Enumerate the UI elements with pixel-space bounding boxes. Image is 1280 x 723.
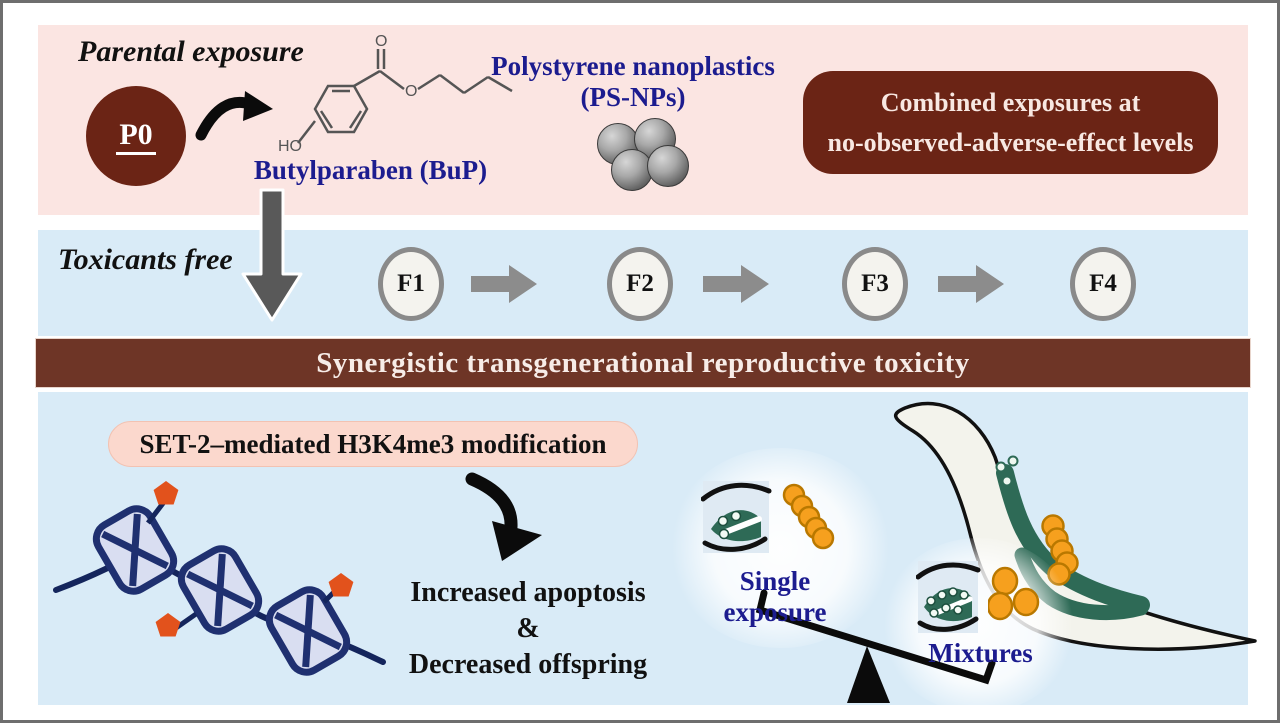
single-exposure-label: Single exposure bbox=[723, 566, 827, 627]
carbonyl-o-label: O bbox=[375, 33, 387, 50]
set2-box-label: SET-2–mediated H3K4me3 modification bbox=[139, 428, 607, 459]
effects-text: Increased apoptosis & Decreased offsprin… bbox=[393, 575, 663, 683]
methyl-pentagon-icon bbox=[153, 481, 179, 505]
mixtures-glow bbox=[881, 538, 1076, 713]
p0-label: P0 bbox=[116, 118, 156, 155]
methyl-pentagon-icon bbox=[328, 573, 354, 597]
methyl-pentagon-icon bbox=[155, 613, 181, 637]
effects-arrow-icon bbox=[465, 472, 542, 561]
f3-label: F3 bbox=[861, 270, 889, 297]
nucleosome bbox=[177, 545, 263, 635]
nucleosome bbox=[92, 505, 178, 595]
butylparaben-structure: HO O O bbox=[278, 33, 513, 155]
single-exposure-micrograph bbox=[701, 481, 772, 553]
combined-exposure-box: Combined exposures at no-observed-advers… bbox=[803, 71, 1218, 174]
combined-box-line1: Combined exposures at bbox=[880, 87, 1141, 117]
effects-amp: & bbox=[516, 613, 540, 644]
ester-o-label: O bbox=[405, 83, 417, 100]
nanoplastic-sphere bbox=[647, 145, 689, 187]
ps-nps-line2: (PS-NPs) bbox=[580, 82, 686, 112]
mixtures-eggs-icon bbox=[988, 566, 1040, 621]
f4-label: F4 bbox=[1089, 270, 1117, 297]
ps-nps-title: Polystyrene nanoplastics (PS-NPs) bbox=[473, 51, 793, 113]
p0-generation-circle: P0 bbox=[86, 86, 186, 186]
f2-label: F2 bbox=[626, 270, 654, 297]
generation-circle-f2: F2 bbox=[607, 247, 673, 321]
mixtures-label: Mixtures bbox=[928, 638, 1033, 668]
banner-text: Synergistic transgenerational reproducti… bbox=[316, 346, 970, 379]
nucleosome bbox=[265, 586, 351, 676]
toxicants-free-title: Toxicants free bbox=[58, 243, 233, 276]
f1-label: F1 bbox=[397, 270, 425, 297]
gen-arrow-icon bbox=[703, 265, 769, 303]
generation-circle-f1: F1 bbox=[378, 247, 444, 321]
nanoplastic-sphere bbox=[611, 149, 653, 191]
seesaw-icon bbox=[755, 589, 996, 703]
worm-egg-chain-icon bbox=[1041, 514, 1079, 586]
generation-circle-f3: F3 bbox=[842, 247, 908, 321]
banner: Synergistic transgenerational reproducti… bbox=[35, 338, 1251, 388]
mixtures-micrograph bbox=[916, 561, 981, 633]
ps-nps-line1: Polystyrene nanoplastics bbox=[491, 51, 775, 81]
effects-line2: Decreased offspring bbox=[408, 649, 648, 680]
egg-chain-icon bbox=[782, 483, 835, 550]
generation-circle-f4: F4 bbox=[1070, 247, 1136, 321]
set2-box: SET-2–mediated H3K4me3 modification bbox=[108, 421, 638, 467]
butylparaben-label: Butylparaben (BuP) bbox=[253, 155, 488, 185]
gen-arrow-icon bbox=[938, 265, 1004, 303]
effects-line1: Increased apoptosis bbox=[410, 577, 646, 608]
nucleosome-illustration bbox=[53, 481, 386, 676]
ho-atom-label: HO bbox=[278, 138, 302, 155]
gen-arrow-icon bbox=[471, 265, 537, 303]
down-arrow-icon bbox=[241, 188, 303, 322]
parental-exposure-title: Parental exposure bbox=[78, 35, 304, 68]
curved-arrow-icon bbox=[195, 91, 273, 141]
combined-box-line2: no-observed-adverse-effect levels bbox=[827, 127, 1194, 157]
